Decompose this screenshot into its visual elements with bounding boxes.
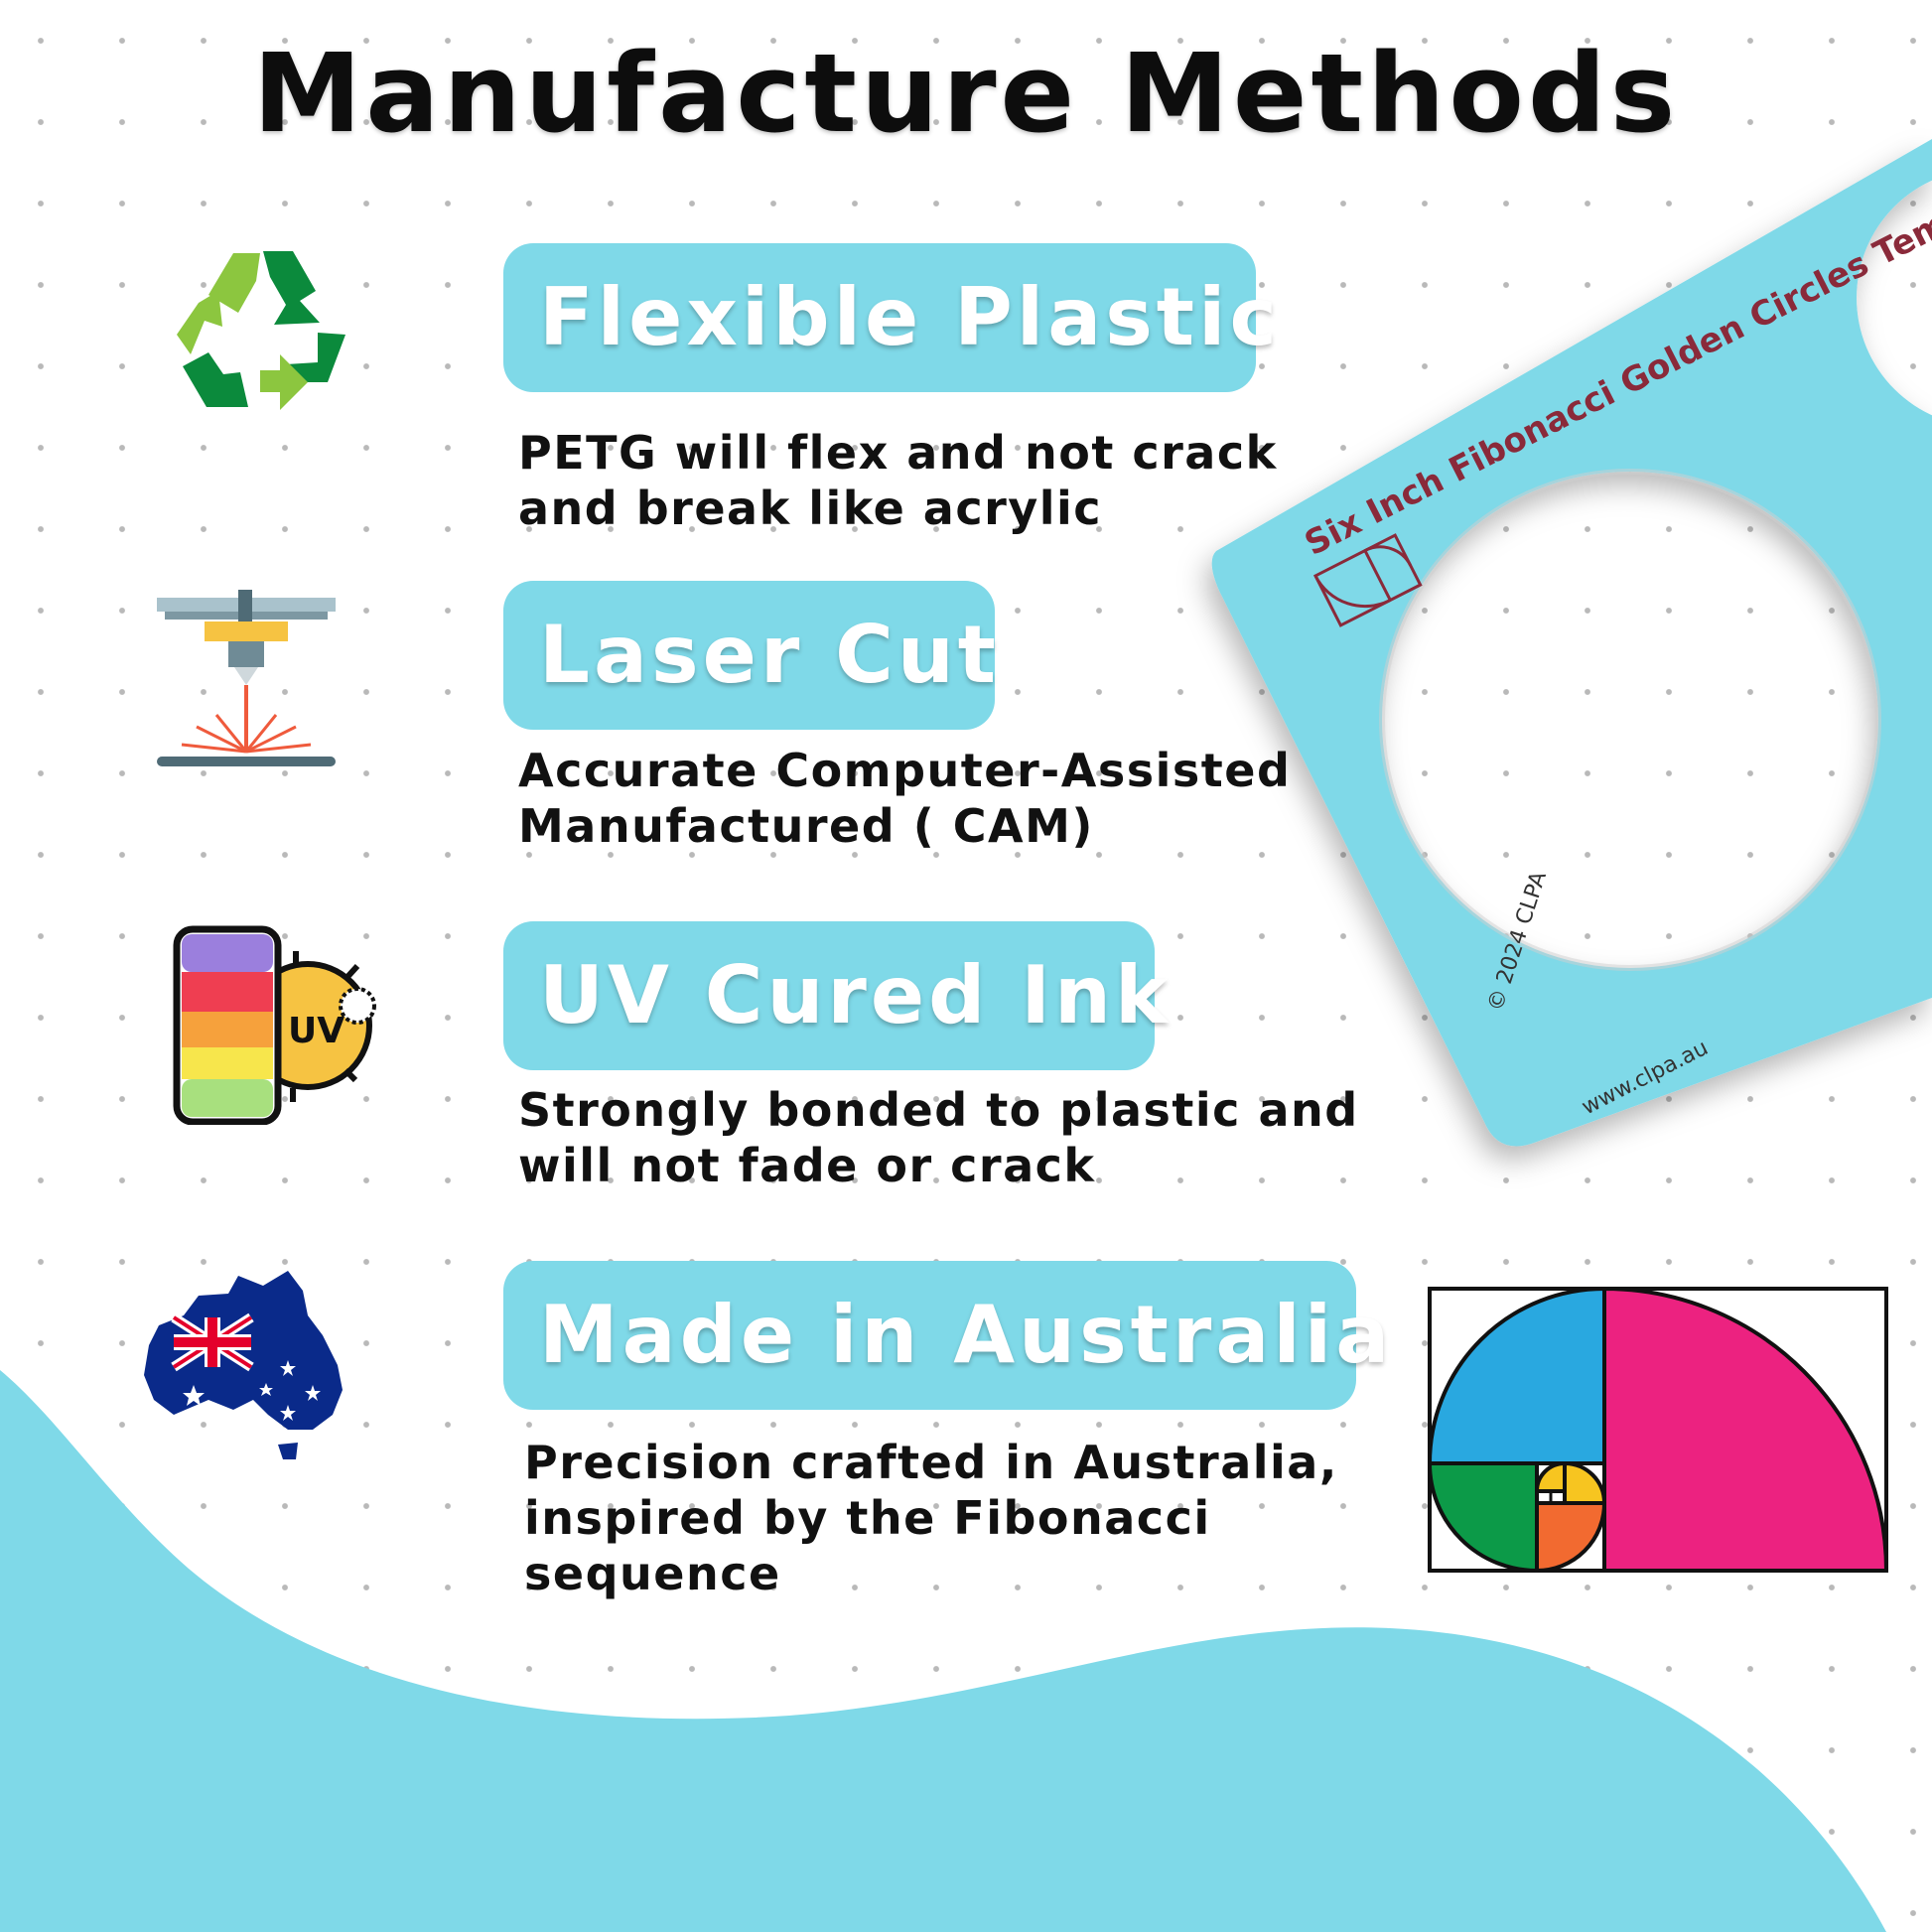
laser-cutter-icon [157,590,336,766]
page-title: Manufacture Methods [252,30,1680,157]
feature-heading-flexible-plastic: Flexible Plastic [503,243,1277,392]
feature-heading-laser-cut: Laser Cut [503,581,996,730]
feature-description-uv-cured-ink: Strongly bonded to plastic and will not … [518,1083,1359,1192]
australia-map-icon [144,1271,343,1459]
fibonacci-golden-spiral-image [1428,1287,1889,1574]
uv-ink-icon: UV [173,925,376,1125]
feature-heading-uv-cured-ink: UV Cured Ink [503,921,1168,1070]
feature-description-laser-cut: Accurate Computer-Assisted Manufactured … [518,744,1292,853]
feature-description-flexible-plastic: PETG will flex and not crack and break l… [518,426,1278,535]
uv-badge: UV [288,1011,345,1051]
recycle-icon [177,251,345,410]
feature-description-made-in-australia: Precision crafted in Australia, inspired… [524,1436,1338,1600]
fibonacci-spiral-logo [1312,533,1423,627]
feature-heading-made-in-australia: Made in Australia [503,1261,1389,1410]
